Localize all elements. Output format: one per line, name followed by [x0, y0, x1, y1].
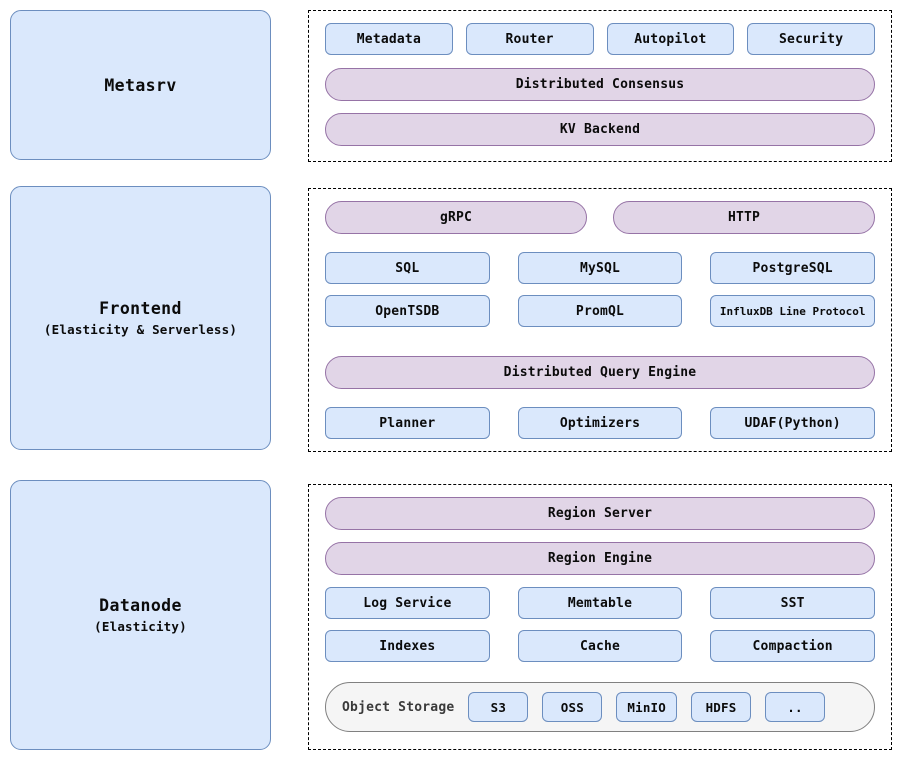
- frontend-engine-components-row: Planner Optimizers UDAF(Python): [325, 407, 876, 439]
- chip-router[interactable]: Router: [465, 23, 594, 55]
- metasrv-modules-row: Metadata Router Autopilot Security: [325, 23, 875, 55]
- pill-kv-backend[interactable]: KV Backend: [325, 113, 875, 146]
- chip-metadata[interactable]: Metadata: [325, 23, 453, 55]
- chip-log-service[interactable]: Log Service: [325, 587, 490, 619]
- chip-hdfs[interactable]: HDFS: [691, 692, 752, 722]
- datanode-region-server-row: Region Server: [325, 497, 875, 530]
- frontend-protocols-row-2: OpenTSDB PromQL InfluxDB Line Protocol: [325, 295, 876, 327]
- datanode-region-engine-row: Region Engine: [325, 542, 875, 575]
- pill-http[interactable]: HTTP: [613, 201, 875, 234]
- frontend-query-engine-row: Distributed Query Engine: [325, 356, 875, 389]
- chip-promql[interactable]: PromQL: [517, 295, 683, 327]
- chip-minio[interactable]: MinIO: [616, 692, 678, 722]
- component-box-metasrv: Metasrv: [10, 10, 271, 160]
- chip-compaction[interactable]: Compaction: [710, 630, 876, 662]
- detail-panel-metasrv: Metadata Router Autopilot Security Distr…: [308, 10, 892, 162]
- component-title-metasrv: Metasrv: [104, 75, 177, 95]
- component-subtitle-datanode: (Elasticity): [94, 619, 187, 634]
- component-title-datanode: Datanode: [99, 596, 182, 615]
- chip-influxdb-line-protocol[interactable]: InfluxDB Line Protocol: [710, 295, 876, 327]
- chip-sst[interactable]: SST: [710, 587, 876, 619]
- chip-udaf-python[interactable]: UDAF(Python): [710, 407, 876, 439]
- frontend-protocols-row-1: SQL MySQL PostgreSQL: [325, 252, 876, 284]
- chip-indexes[interactable]: Indexes: [325, 630, 490, 662]
- object-storage-providers: S3 OSS MinIO HDFS ..: [468, 692, 826, 722]
- detail-panel-frontend: gRPC HTTP SQL MySQL PostgreSQL OpenTSDB …: [308, 188, 892, 452]
- chip-cache[interactable]: Cache: [517, 630, 683, 662]
- object-storage-capsule: Object Storage S3 OSS MinIO HDFS ..: [325, 682, 875, 732]
- pill-distributed-consensus[interactable]: Distributed Consensus: [325, 68, 875, 101]
- component-box-frontend: Frontend (Elasticity & Serverless): [10, 186, 271, 450]
- chip-postgresql[interactable]: PostgreSQL: [710, 252, 876, 284]
- pill-region-server[interactable]: Region Server: [325, 497, 875, 530]
- object-storage-label: Object Storage: [342, 699, 455, 715]
- component-subtitle-frontend: (Elasticity & Serverless): [43, 322, 238, 337]
- chip-mysql[interactable]: MySQL: [517, 252, 683, 284]
- frontend-transport-row: gRPC HTTP: [325, 201, 875, 234]
- chip-more[interactable]: ..: [765, 692, 826, 722]
- pill-region-engine[interactable]: Region Engine: [325, 542, 875, 575]
- chip-security[interactable]: Security: [747, 23, 875, 55]
- pill-distributed-query-engine[interactable]: Distributed Query Engine: [325, 356, 875, 389]
- chip-sql[interactable]: SQL: [325, 252, 490, 284]
- chip-s3[interactable]: S3: [468, 692, 529, 722]
- chip-oss[interactable]: OSS: [542, 692, 603, 722]
- metasrv-kv-row: KV Backend: [325, 113, 875, 146]
- chip-planner[interactable]: Planner: [325, 407, 490, 439]
- chip-opentsdb[interactable]: OpenTSDB: [325, 295, 490, 327]
- metasrv-consensus-row: Distributed Consensus: [325, 68, 875, 101]
- datanode-storage-components-row-1: Log Service Memtable SST: [325, 587, 876, 619]
- chip-optimizers[interactable]: Optimizers: [517, 407, 683, 439]
- chip-memtable[interactable]: Memtable: [517, 587, 683, 619]
- component-title-frontend: Frontend: [99, 299, 182, 318]
- datanode-storage-components-row-2: Indexes Cache Compaction: [325, 630, 876, 662]
- component-box-datanode: Datanode (Elasticity): [10, 480, 271, 750]
- pill-grpc[interactable]: gRPC: [325, 201, 587, 234]
- chip-autopilot[interactable]: Autopilot: [606, 23, 735, 55]
- datanode-object-storage-row: Object Storage S3 OSS MinIO HDFS ..: [325, 682, 875, 732]
- detail-panel-datanode: Region Server Region Engine Log Service …: [308, 484, 892, 750]
